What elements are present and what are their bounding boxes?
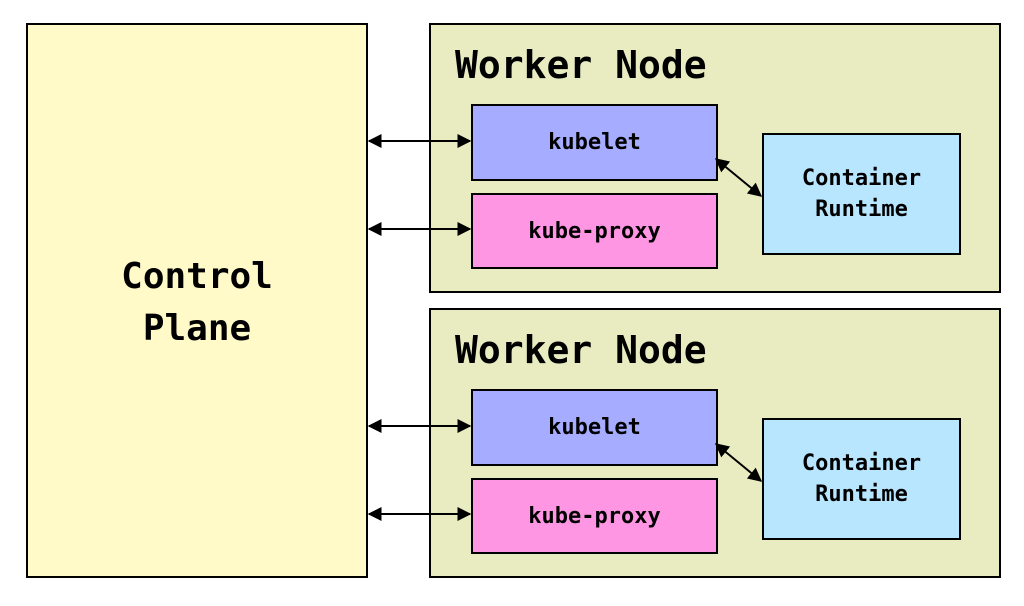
container-runtime-box: Container Runtime xyxy=(762,133,961,255)
container-runtime-line2: Runtime xyxy=(815,197,908,222)
worker-node-title: Worker Node xyxy=(455,43,707,87)
kubelet-box: kubelet xyxy=(471,389,718,466)
container-runtime-line1: Container xyxy=(801,451,922,476)
control-plane-box: Control Plane xyxy=(26,23,368,578)
container-runtime-box: Container Runtime xyxy=(762,418,961,540)
control-plane-label: Control Plane xyxy=(121,251,273,355)
worker-node-2: Worker Node kubelet kube-proxy Container… xyxy=(429,308,1001,578)
worker-node-title: Worker Node xyxy=(455,328,707,372)
kubelet-box: kubelet xyxy=(471,104,718,181)
container-runtime-line2: Runtime xyxy=(815,482,908,507)
worker-node-1: Worker Node kubelet kube-proxy Container… xyxy=(429,23,1001,293)
container-runtime-line1: Container xyxy=(801,166,922,191)
kube-proxy-box: kube-proxy xyxy=(471,193,718,269)
kube-proxy-box: kube-proxy xyxy=(471,478,718,554)
control-plane-label-line2: Plane xyxy=(142,307,252,349)
control-plane-label-line1: Control xyxy=(121,255,273,297)
